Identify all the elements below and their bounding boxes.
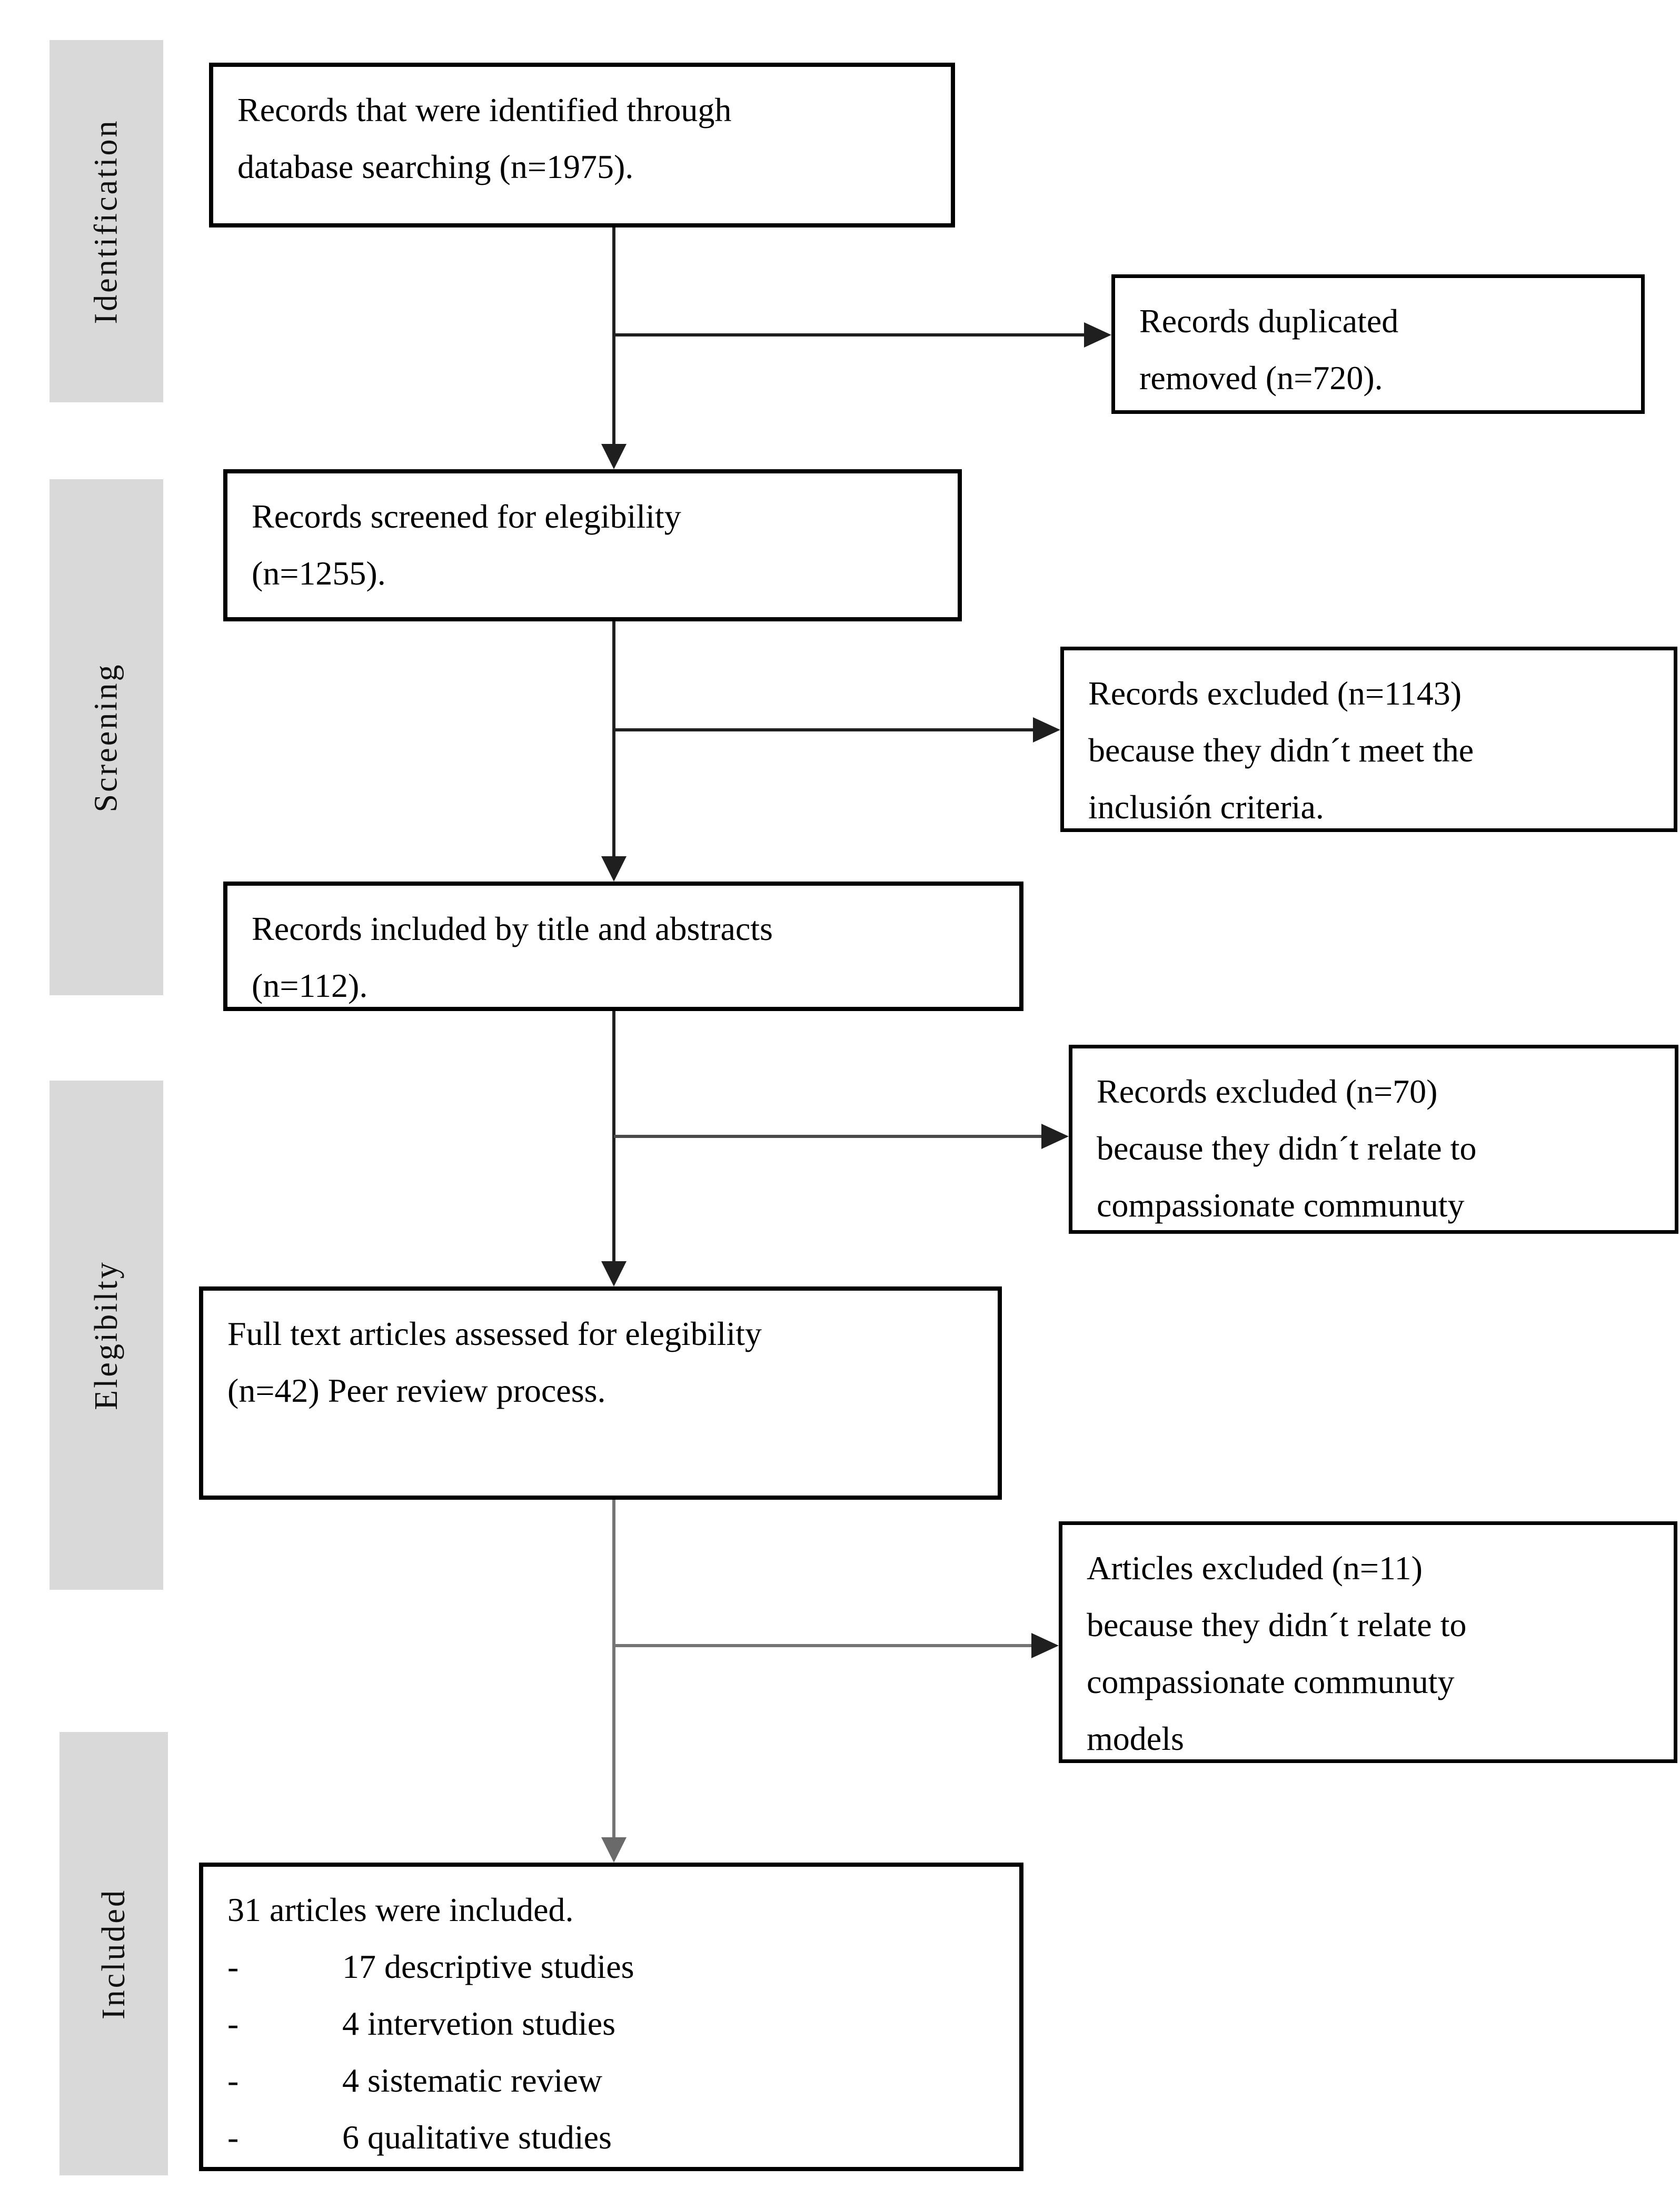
box-records-screened-text: Records screened for elegibility (n=1255… xyxy=(252,498,681,592)
connector-to-excluded-title-abstracts xyxy=(614,1135,1043,1138)
included-final-item: - 4 intervetion studies xyxy=(227,1995,998,2052)
box-included-title-abstracts: Records included by title and abstracts … xyxy=(223,882,1023,1011)
included-final-item-text: 17 descriptive studies xyxy=(342,1948,634,1985)
bullet-dash: - xyxy=(227,1948,239,1985)
box-records-identified: Records that were identified through dat… xyxy=(209,63,955,227)
stage-band-identification: Identification xyxy=(49,40,163,402)
connector-to-excluded-full-text xyxy=(614,1644,1033,1647)
connector-to-excluded-screening xyxy=(614,728,1035,731)
box-excluded-full-text: Articles excluded (n=11) because they di… xyxy=(1059,1521,1677,1763)
stage-label-identification: Identification xyxy=(88,118,124,324)
connector-identified-to-screened xyxy=(612,227,615,446)
box-excluded-screening-text: Records excluded (n=1143) because they d… xyxy=(1088,675,1474,826)
box-records-screened: Records screened for elegibility (n=1255… xyxy=(223,469,962,621)
box-duplicates-removed: Records duplicated removed (n=720). xyxy=(1111,274,1645,414)
stage-label-included: Included xyxy=(95,1888,132,2019)
arrowhead-right-to-excluded-full-text xyxy=(1031,1633,1059,1658)
arrowhead-down-to-title-abstracts xyxy=(601,856,627,882)
box-excluded-title-abstracts-text: Records excluded (n=70) because they did… xyxy=(1097,1073,1477,1224)
box-records-identified-text: Records that were identified through dat… xyxy=(237,91,732,185)
bullet-dash: - xyxy=(227,2118,239,2156)
arrowhead-down-to-full-text xyxy=(601,1261,627,1286)
stage-label-screening: Screening xyxy=(88,662,124,812)
included-final-item: - 6 qualitative studies xyxy=(227,2109,998,2166)
box-excluded-title-abstracts: Records excluded (n=70) because they did… xyxy=(1069,1045,1678,1234)
included-final-item-text: 4 intervetion studies xyxy=(342,2005,616,2042)
arrowhead-right-to-duplicates xyxy=(1084,322,1111,348)
box-excluded-screening: Records excluded (n=1143) because they d… xyxy=(1060,647,1677,832)
connector-full-text-to-included-final xyxy=(612,1500,615,1839)
bullet-dash: - xyxy=(227,2062,239,2099)
stage-band-included: Included xyxy=(59,1732,168,2175)
stage-label-elegibilty: Elegibilty xyxy=(88,1260,124,1410)
arrowhead-right-to-excluded-screening xyxy=(1033,717,1060,742)
arrowhead-down-to-included-final xyxy=(601,1837,627,1863)
included-final-item: - 17 descriptive studies xyxy=(227,1938,998,1995)
included-final-title: 31 articles were included. xyxy=(227,1891,574,1928)
box-included-final: 31 articles were included. - 17 descript… xyxy=(199,1863,1023,2171)
connector-to-duplicates-removed xyxy=(614,333,1086,336)
included-final-item-text: 4 sistematic review xyxy=(342,2062,603,2099)
included-final-item-text: 6 qualitative studies xyxy=(342,2118,612,2156)
box-full-text-assessed-text: Full text articles assessed for elegibil… xyxy=(227,1315,762,1409)
box-excluded-full-text-text: Articles excluded (n=11) because they di… xyxy=(1087,1549,1467,1757)
stage-band-screening: Screening xyxy=(49,479,163,995)
connector-screened-to-title-abstracts xyxy=(612,621,615,858)
box-full-text-assessed: Full text articles assessed for elegibil… xyxy=(199,1286,1002,1500)
bullet-dash: - xyxy=(227,2005,239,2042)
box-included-title-abstracts-text: Records included by title and abstracts … xyxy=(252,910,773,1004)
arrowhead-right-to-excluded-title-abstracts xyxy=(1041,1124,1069,1149)
box-duplicates-removed-text: Records duplicated removed (n=720). xyxy=(1139,302,1399,397)
stage-band-elegibilty: Elegibilty xyxy=(49,1081,163,1590)
included-final-item: - 4 sistematic review xyxy=(227,2052,998,2109)
arrowhead-down-to-screened xyxy=(601,444,627,469)
